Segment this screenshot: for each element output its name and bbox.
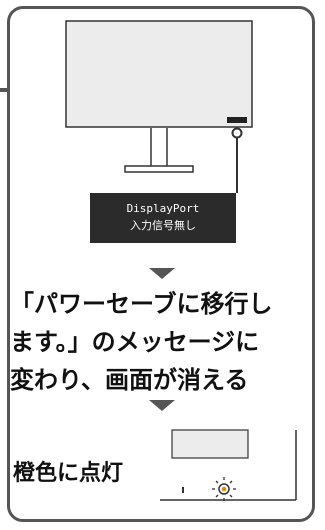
monitor-illustration: [65, 20, 253, 193]
arrow-down-icon: [149, 400, 175, 411]
message-line-2: ます。」のメッセージに: [10, 328, 260, 356]
osd-message-box: DisplayPort 入力信号無し: [90, 193, 236, 243]
led-pointer-dot: [231, 127, 243, 139]
osd-no-signal-text: 入力信号無し: [130, 219, 196, 232]
indicator-label: 橙色に点灯: [13, 461, 124, 486]
power-led-icon: [212, 477, 236, 501]
power-indicator-illustration: [160, 429, 297, 501]
osd-input-name: DisplayPort: [126, 202, 200, 215]
panel-connector-tab: [0, 88, 10, 92]
power-button-icon: [227, 117, 247, 123]
power-save-message: 「パワーセーブに移行し ます。」のメッセージに 変わり、画面が消える: [10, 285, 320, 399]
message-line-3: 変わり、画面が消える: [10, 366, 249, 394]
arrow-down-icon: [149, 268, 175, 279]
monitor-screen: [65, 20, 253, 128]
message-line-1: 「パワーセーブに移行し: [10, 290, 273, 318]
